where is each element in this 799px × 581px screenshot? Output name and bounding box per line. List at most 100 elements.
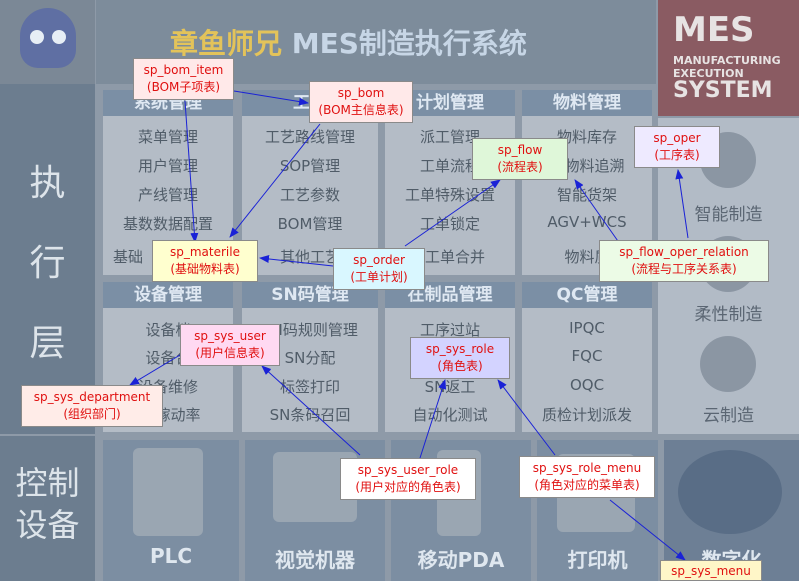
node-desc: (工序表) [654,148,700,162]
module-item: 工艺参数 [279,186,340,204]
node-sp-sys-user-role: sp_sys_user_role (用户对应的角色表) [340,458,476,500]
module-item: BOM管理 [277,215,343,233]
edge-userrole-to-user [261,365,361,456]
node-desc: (角色表) [437,359,483,373]
module-item: 标签打印 [279,378,340,396]
module-item: SOP管理 [279,157,341,175]
node-sp-flow: sp_flow (流程表) [472,138,568,180]
module-item: 菜单管理 [137,128,198,146]
module-item: 用户管理 [137,157,198,175]
node-name: sp_order [353,253,405,267]
node-sp-sys-department: sp_sys_department (组织部门) [21,385,163,427]
module-item: SN码规则管理 [262,321,358,339]
china-map-icon [678,450,782,534]
banner-title: 章鱼师兄 MES制造执行系统 [170,22,527,62]
module-item: 工单流程 [419,157,480,175]
module-title: SN码管理 [242,282,378,308]
module-item: AGV+WCS [547,213,627,231]
edge-bomitem-to-bom [233,90,309,106]
node-desc: (流程表) [497,160,543,174]
node-sp-oper: sp_oper (工序表) [634,126,720,168]
edge-bom-to-materile [229,123,321,238]
module-item: IPQC [569,319,605,337]
node-desc: (用户信息表) [195,346,265,360]
edge-relation-to-flow [574,179,621,245]
mes-logo-line4: SYSTEM [673,78,773,103]
module-item: 基数数据配置 [122,215,213,233]
node-sp-bom: sp_bom (BOM主信息表) [309,81,413,123]
node-name: sp_sys_role_menu [532,461,642,475]
edge-user-to-department [129,351,186,386]
node-sp-order: sp_order (工单计划) [333,248,425,290]
octopus-mascot-icon [20,8,76,68]
edge-userrole-to-role [419,379,447,459]
node-name: sp_bom_item [143,63,224,77]
exec-char-3: 层 [29,323,66,364]
node-name: sp_sys_menu [671,564,751,578]
control-device-strip: 控制 设备 [0,436,95,581]
node-desc: (BOM子项表) [146,80,221,94]
exec-char-1: 执 [29,163,66,204]
edge-bomitem-to-materile [184,100,199,243]
exec-char-2: 行 [29,243,66,284]
module-item: 产线管理 [137,186,198,204]
module-item: 工单锁定 [419,215,480,233]
right-label-flex: 柔性制造 [694,305,763,325]
node-sp-sys-role-menu: sp_sys_role_menu (角色对应的菜单表) [519,456,655,498]
node-desc: (BOM主信息表) [318,103,404,117]
node-sp-materile: sp_materile (基础物料表) [152,240,258,282]
banner-title-cn: 章鱼师兄 [170,27,283,60]
module-title: 物料管理 [522,90,652,116]
node-name: sp_flow [497,143,543,157]
execution-layer-strip: 执 行 层 [0,84,95,434]
node-sp-sys-role: sp_sys_role (角色表) [410,337,510,379]
node-sp-sys-user: sp_sys_user (用户信息表) [180,324,280,366]
module-item: 工序过站 [419,321,480,339]
node-name: sp_materile [170,245,240,259]
mes-logo-line1: MES [673,10,755,50]
node-name: sp_sys_user_role [357,463,459,477]
node-desc: (基础物料表) [170,262,240,276]
bottom-label: 视觉机器 [275,548,355,572]
module-item: 质检计划派发 [541,406,632,424]
node-name: sp_sys_department [33,390,151,404]
module-item: SN条码召回 [269,406,351,424]
tile-plc: PLC [103,440,239,581]
module-item: 稼动率 [155,406,201,424]
module-item: 工单合并 [424,248,485,266]
edge-rolemenu-to-role [497,379,556,456]
node-name: sp_oper [653,131,701,145]
node-desc: (流程与工序关系表) [631,262,737,276]
module-item: 基础 [112,248,143,266]
edge-order-to-materile [259,255,334,267]
bottom-label: 移动PDA [417,548,505,572]
module-item: 自动化测试 [412,406,488,424]
module-item: OQC [569,376,605,394]
right-label-smart: 智能制造 [694,205,763,225]
node-desc: (角色对应的菜单表) [534,478,640,492]
node-desc: (工单计划) [350,270,408,284]
ctrl-text-2: 设备 [15,506,80,544]
node-sp-flow-oper-relation: sp_flow_oper_relation (流程与工序关系表) [599,240,769,282]
banner-title-en: MES制造执行系统 [291,27,527,60]
module-item: 智能货架 [556,186,617,204]
module-item: SN返工 [424,378,476,396]
bottom-label: PLC [149,544,193,568]
module-item: FQC [571,347,603,365]
edge-rolemenu-to-menu [609,499,686,561]
logo-area [0,0,95,84]
right-label-cloud: 云制造 [703,406,754,426]
node-desc: (组织部门) [63,407,121,421]
module-title: 设备管理 [103,282,233,308]
edge-order-to-flow [404,179,501,247]
bottom-label: 打印机 [567,548,628,572]
node-sp-bom-item: sp_bom_item (BOM子项表) [133,58,234,100]
module-item: 派工管理 [419,128,480,146]
node-name: sp_sys_role [425,342,495,356]
module-title: QC管理 [522,282,652,308]
node-name: sp_flow_oper_relation [619,245,749,259]
ctrl-text-1: 控制 [15,464,80,502]
module-item: 物料质 [564,248,610,266]
